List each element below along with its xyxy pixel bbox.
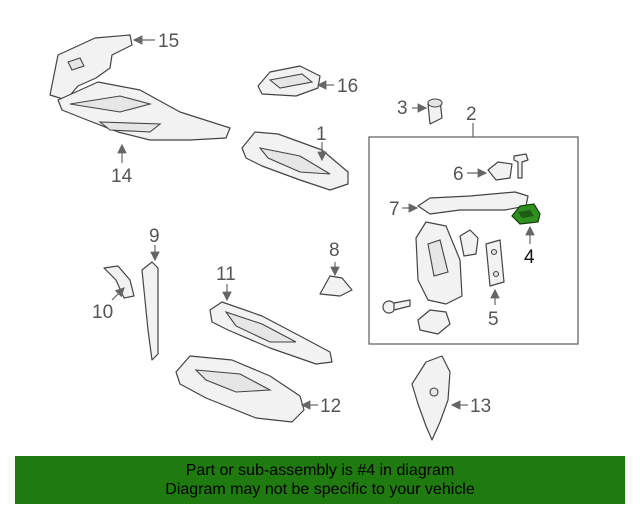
part-15-cover[interactable] — [49, 34, 133, 101]
part-11-support-lower[interactable] — [209, 301, 333, 365]
callout-14: 14 — [111, 166, 133, 187]
part-9-support[interactable] — [141, 261, 159, 361]
part-6-bracket[interactable] — [487, 153, 529, 181]
part-4-bracket-highlighted[interactable] — [511, 203, 541, 225]
part-7-bar[interactable] — [417, 191, 529, 215]
callout-15: 15 — [158, 31, 179, 52]
callout-4: 4 — [524, 247, 535, 268]
part-10-bracket[interactable] — [103, 265, 135, 299]
callout-8: 8 — [329, 240, 340, 261]
callout-5: 5 — [488, 309, 499, 330]
callout-9: 9 — [149, 226, 160, 247]
part-5-plate[interactable] — [485, 239, 505, 287]
callout-7: 7 — [389, 199, 400, 220]
part-13-shield[interactable] — [411, 355, 451, 441]
callout-6: 6 — [453, 164, 464, 185]
part-8-bracket[interactable] — [319, 275, 353, 297]
bolt-left[interactable] — [382, 299, 411, 314]
callout-2: 2 — [466, 104, 477, 125]
callout-3: 3 — [397, 98, 408, 119]
part-16-module[interactable] — [257, 65, 321, 97]
banner-line-2: Diagram may not be specific to your vehi… — [165, 481, 475, 498]
part-12-lower-cover[interactable] — [175, 355, 305, 423]
callout-12: 12 — [320, 396, 341, 417]
part-3-bushing[interactable] — [427, 98, 443, 125]
callout-16: 16 — [337, 76, 358, 97]
callout-10: 10 — [92, 302, 113, 323]
part-mount-assembly[interactable] — [415, 221, 479, 335]
callout-1: 1 — [316, 124, 327, 145]
parts-diagram: 15 14 16 1 3 2 6 7 — [49, 31, 579, 441]
part-1-support-upper[interactable] — [241, 131, 349, 191]
diagram-notice-banner: Part or sub-assembly is #4 in diagram Di… — [15, 456, 625, 504]
callout-11: 11 — [216, 264, 236, 285]
banner-line-1: Part or sub-assembly is #4 in diagram — [185, 462, 455, 479]
callout-13: 13 — [470, 396, 491, 417]
part-14-under-cover[interactable] — [57, 81, 231, 141]
